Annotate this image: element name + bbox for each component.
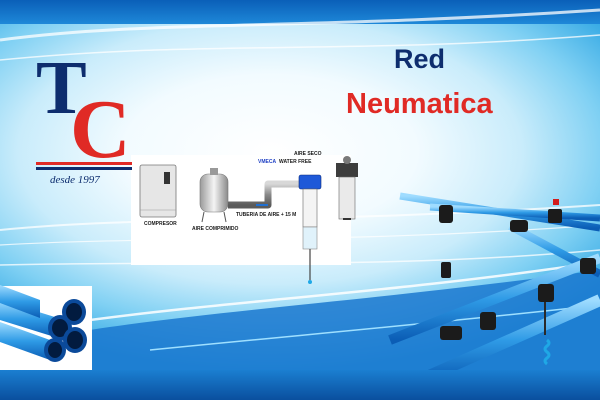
logo-letter-c: C	[70, 83, 131, 176]
label-aire-seco: AIRE SECO	[294, 151, 322, 157]
company-logo: T C desde 1997	[32, 50, 142, 190]
label-tuberia: TUBERIA DE AIRE + 15 M	[236, 212, 297, 218]
label-aire-comprimido: AIRE COMPRIMIDO	[192, 226, 239, 232]
label-compresor: COMPRESOR	[144, 221, 177, 227]
top-bar	[0, 0, 600, 24]
label-vmeca: VMECA	[258, 159, 277, 165]
logo-since-text: desde 1997	[50, 174, 100, 186]
label-water-free: WATER FREE	[279, 159, 312, 165]
logo-letter-t: T	[36, 46, 87, 130]
logo-rule-red	[36, 162, 132, 165]
title-neumatica: Neumatica	[346, 88, 493, 120]
air-network-image	[388, 192, 600, 386]
lower-swoosh	[89, 260, 600, 370]
title-red: Red	[394, 44, 446, 74]
logo-rule-navy	[36, 167, 132, 170]
compressed-air-diagram	[131, 155, 380, 284]
pipe-bundle-image	[0, 285, 92, 372]
bottom-bar	[0, 370, 600, 400]
